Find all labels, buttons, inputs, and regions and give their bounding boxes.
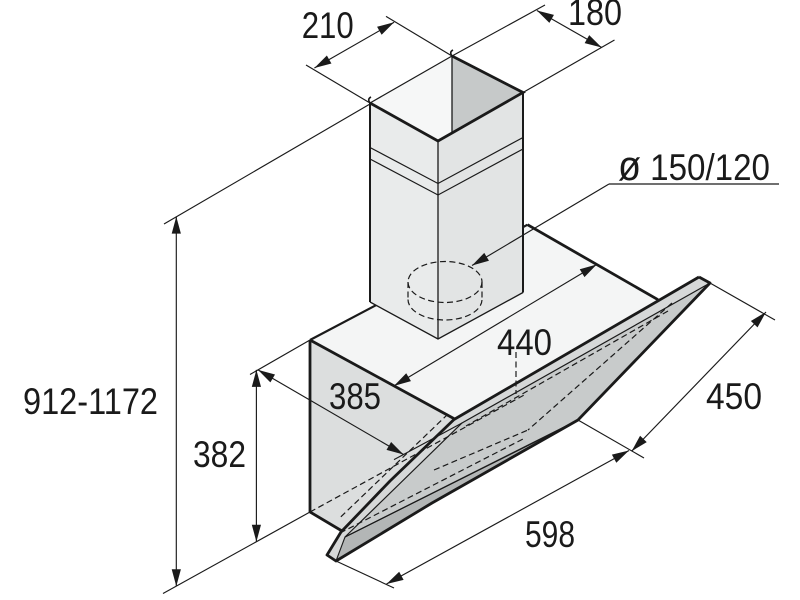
svg-text:385: 385 bbox=[329, 376, 381, 417]
svg-text:382: 382 bbox=[193, 434, 246, 475]
svg-text:598: 598 bbox=[525, 514, 575, 555]
svg-text:ø 150/120: ø 150/120 bbox=[618, 142, 770, 189]
svg-text:450: 450 bbox=[706, 376, 762, 417]
svg-text:210: 210 bbox=[302, 5, 354, 46]
svg-text:180: 180 bbox=[568, 0, 622, 33]
svg-text:912-1172: 912-1172 bbox=[23, 381, 158, 422]
svg-text:440: 440 bbox=[497, 322, 552, 363]
